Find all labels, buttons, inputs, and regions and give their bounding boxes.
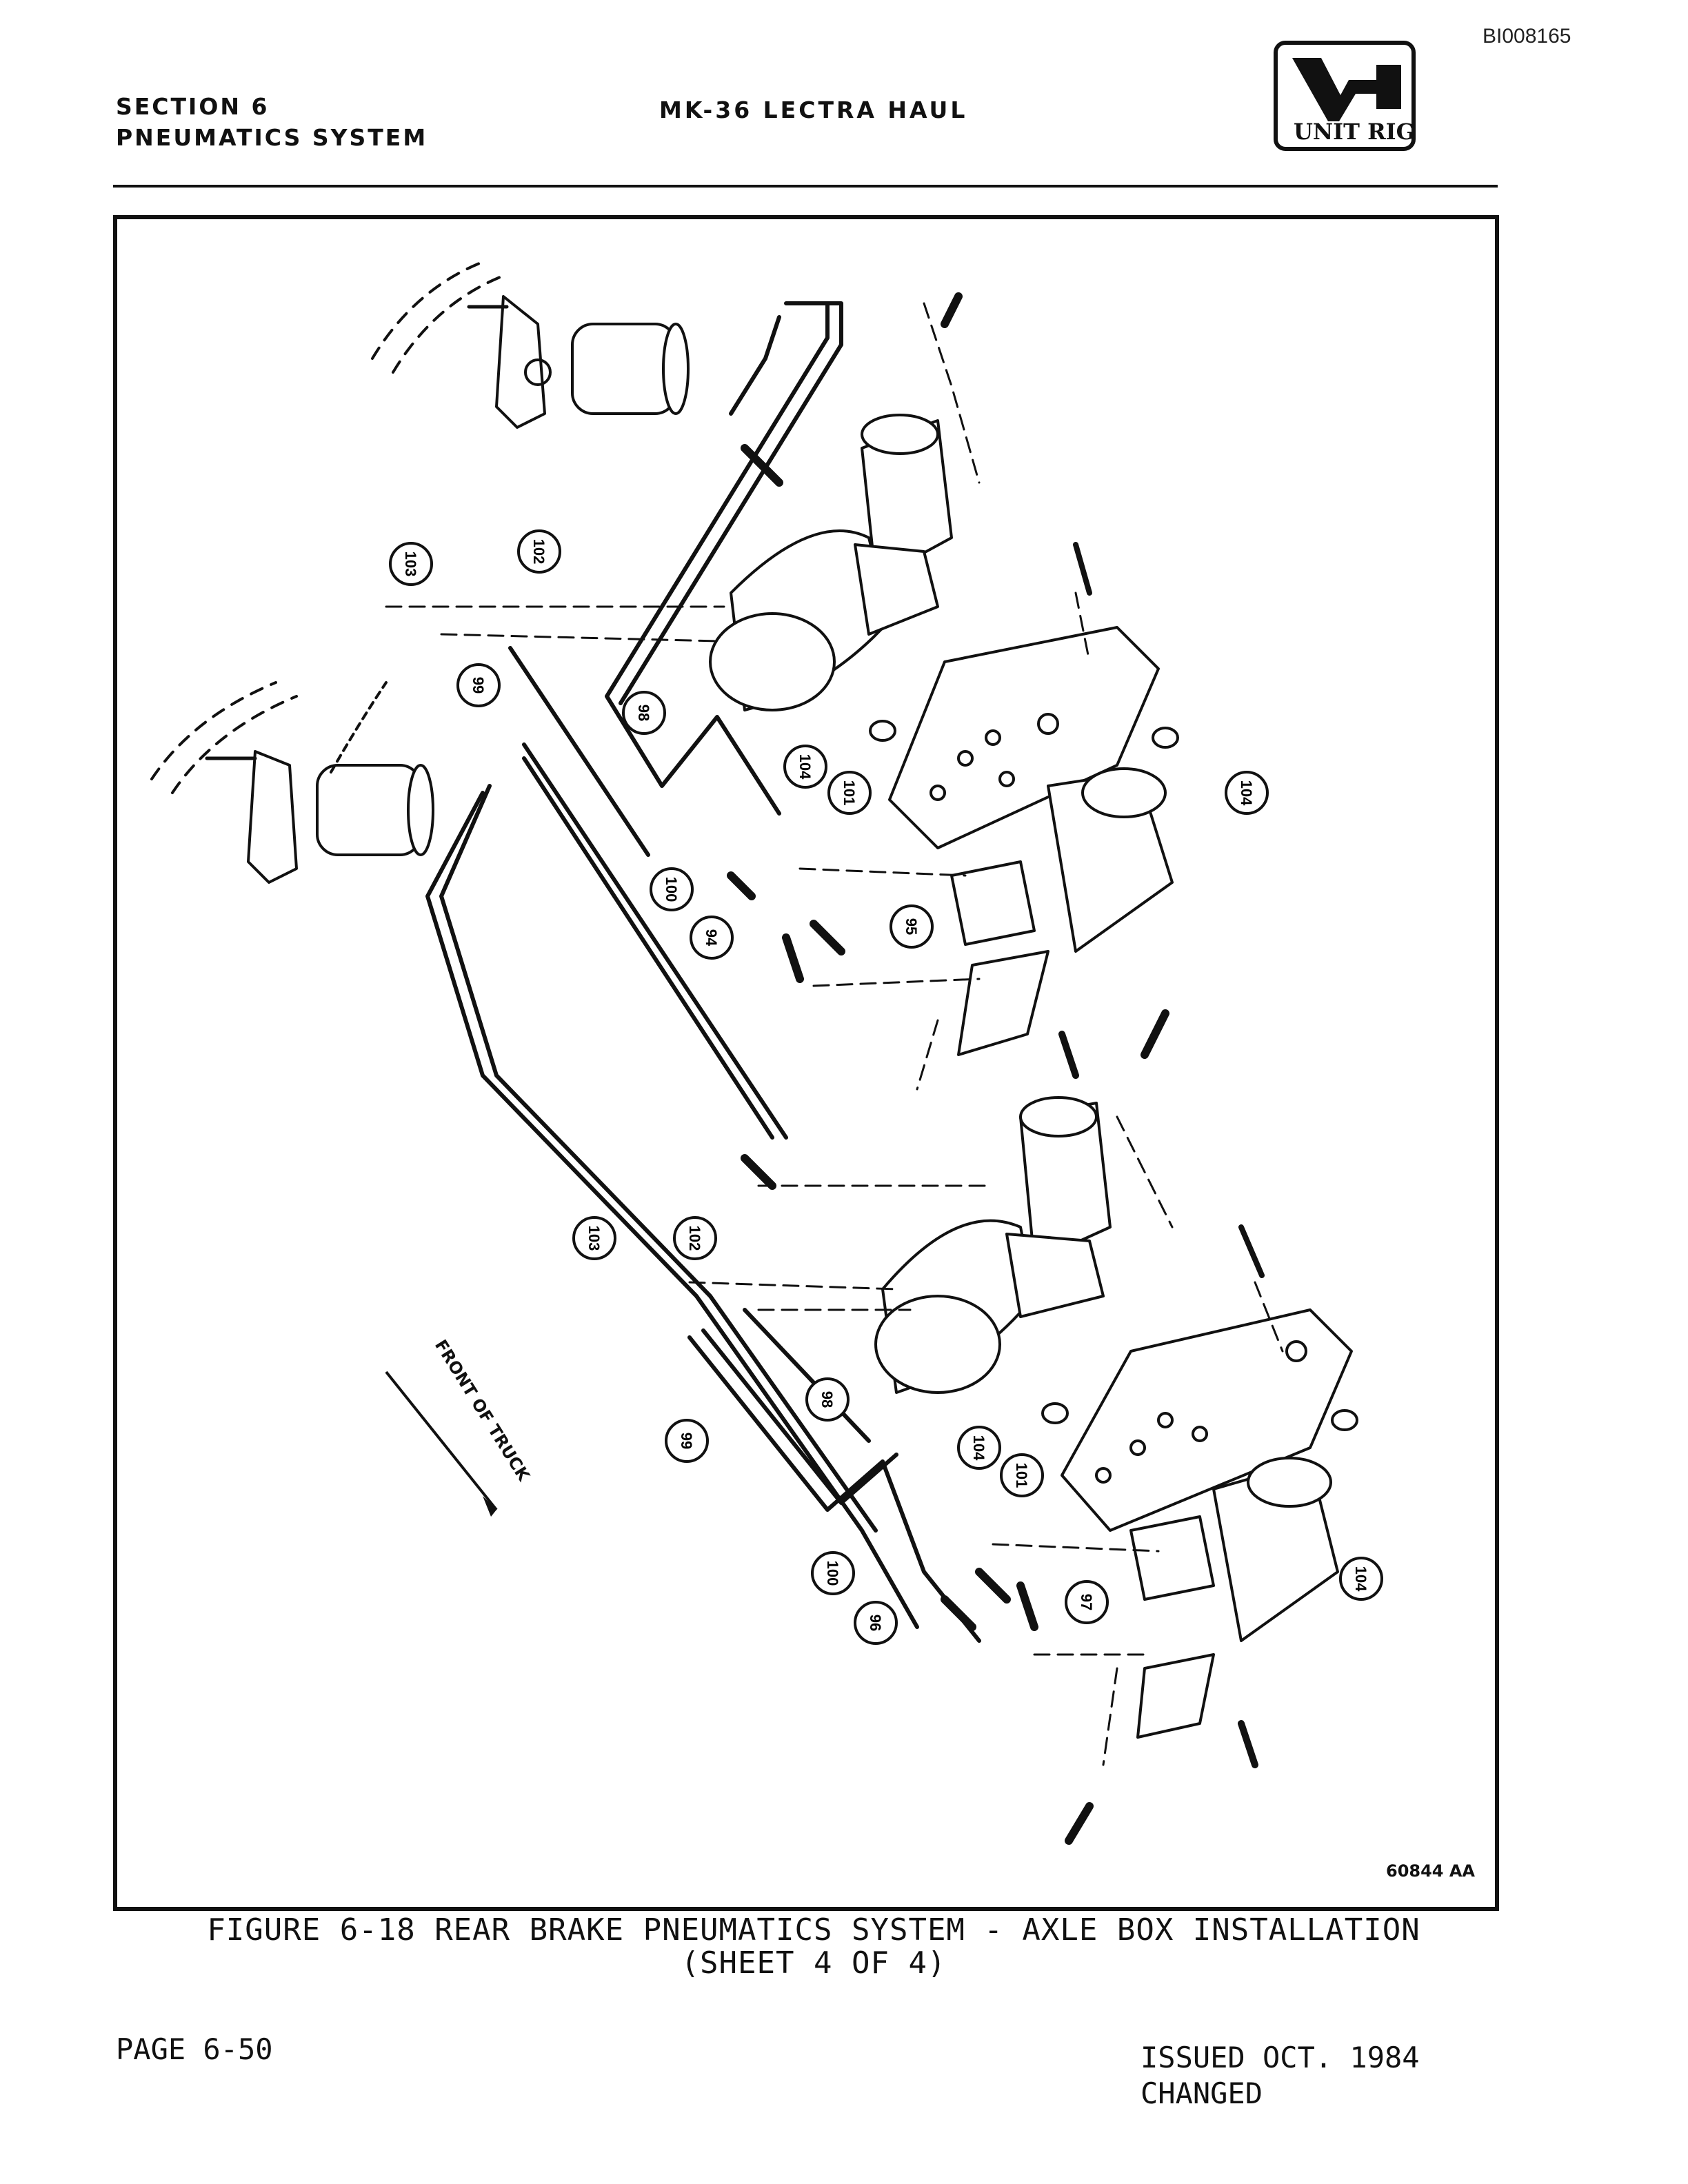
callout-label: 103: [402, 552, 419, 577]
callout-lower-104: 104: [957, 1426, 1001, 1470]
callout-label: 104: [796, 754, 814, 780]
section-subheading: PNEUMATICS SYSTEM: [116, 124, 428, 151]
drawing-code: 60844 AA: [1386, 1861, 1475, 1881]
lower-right-cylinder: [1129, 1457, 1339, 1739]
upper-mounting-plate: [869, 542, 1179, 849]
callout-lower-99: 99: [665, 1419, 709, 1463]
callout-label: 101: [1013, 1463, 1030, 1488]
upper-brake-actuator: [709, 414, 953, 711]
callout-lower-103: 103: [572, 1216, 616, 1260]
callout-lower-97: 97: [1065, 1580, 1109, 1624]
page-number: PAGE 6-50: [116, 2032, 273, 2066]
callout-label: 97: [1078, 1594, 1095, 1610]
assembly-leader-lines: [385, 302, 1284, 1766]
manual-title: MK-36 LECTRA HAUL: [659, 97, 968, 123]
upper-air-lines: [425, 301, 919, 1629]
fittings: [727, 292, 1258, 1845]
issue-date: ISSUED OCT. 1984: [1141, 2041, 1420, 2074]
callout-label: 100: [663, 877, 680, 902]
callout-lower-101: 101: [1000, 1453, 1044, 1497]
front-of-truck-indicator: FRONT OF TRUCK: [385, 1336, 534, 1517]
callout-label: 104: [1352, 1566, 1369, 1592]
lower-valve-assembly: [205, 750, 434, 884]
callout-label: 99: [470, 677, 487, 694]
document-id: BI008165: [1483, 25, 1571, 48]
logo-text: UNIT RIG: [1294, 119, 1415, 145]
upper-right-cylinder: [950, 767, 1174, 1056]
callout-label: 104: [970, 1435, 987, 1461]
callout-label: 94: [703, 929, 720, 947]
callout-label: 98: [635, 705, 652, 721]
callout-lower-98: 98: [805, 1377, 850, 1422]
callout-upper-99: 99: [456, 663, 501, 707]
figure-frame: [113, 215, 1499, 1911]
callout-lower-96: 96: [854, 1601, 898, 1645]
callout-lower-100: 100: [811, 1551, 855, 1595]
change-status: CHANGED: [1141, 2076, 1263, 2110]
callout-upper-94: 94: [690, 916, 734, 960]
callout-lower-102: 102: [673, 1216, 717, 1260]
callout-upper-104: 104: [1225, 771, 1269, 815]
section-heading: SECTION 6: [116, 93, 270, 120]
callout-label: 101: [841, 780, 858, 806]
lower-mounting-plate: [1041, 1224, 1358, 1532]
callout-label: 104: [1238, 780, 1255, 806]
callout-lower-104: 104: [1339, 1557, 1383, 1601]
callout-upper-101: 101: [827, 771, 872, 815]
part-callouts: 103 102 99 98 104 101 104 100 94 95 103 102 99 98 104 1…: [389, 529, 1383, 1645]
callout-upper-103: 103: [389, 542, 433, 586]
lower-air-lines: [687, 1308, 981, 1643]
callout-label: 98: [818, 1391, 836, 1408]
callout-upper-102: 102: [517, 529, 561, 574]
callout-label: 96: [867, 1615, 884, 1631]
callout-upper-98: 98: [622, 691, 666, 735]
callout-upper-100: 100: [650, 867, 694, 911]
figure-caption: FIGURE 6-18 REAR BRAKE PNEUMATICS SYSTEM…: [207, 1912, 1420, 1948]
axle-box-brake-illustration: FRONT OF TRUCK 103 102 99 98 104 101 104 100 94 9…: [150, 261, 1383, 1845]
figure-sheet-label: (SHEET 4 OF 4): [681, 1945, 947, 1981]
callout-label: 99: [678, 1433, 695, 1449]
unit-rig-logo: UNIT RIG: [1274, 41, 1416, 151]
callout-label: 95: [903, 918, 920, 935]
callout-label: 102: [530, 539, 547, 565]
callout-upper-104: 104: [783, 745, 827, 789]
callout-upper-95: 95: [890, 904, 934, 949]
upper-valve-assembly: [467, 295, 690, 429]
lower-brake-actuator: [874, 1096, 1112, 1394]
header-rule: [113, 185, 1498, 188]
callout-label: 103: [585, 1226, 603, 1251]
callout-label: 100: [824, 1561, 841, 1586]
front-of-truck-label: FRONT OF TRUCK: [431, 1336, 534, 1485]
callout-label: 102: [686, 1226, 703, 1251]
